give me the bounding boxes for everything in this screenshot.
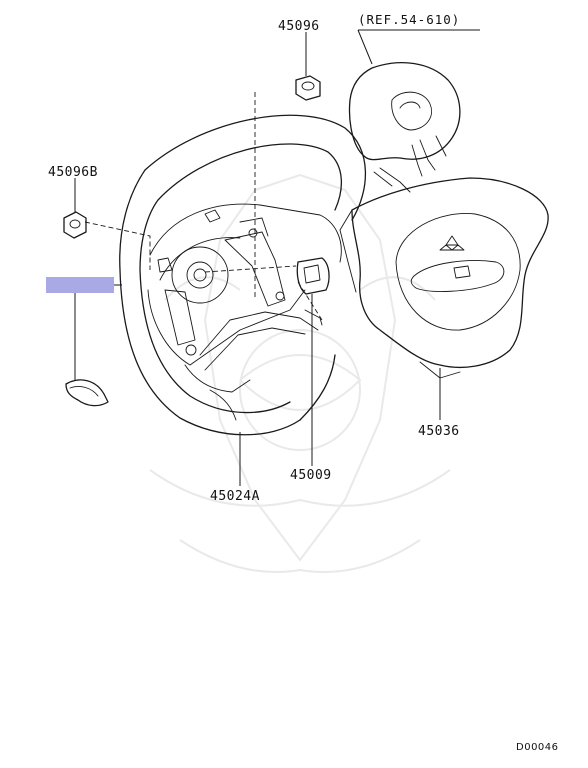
airbag-module	[339, 177, 549, 420]
part-label-steering-wheel: 45024A	[210, 489, 260, 504]
assembly-axis-lines	[84, 92, 323, 321]
part-label-nut-left: 45096B	[48, 165, 98, 180]
nut-top	[295, 32, 321, 101]
part-label-nut-top: 45096	[278, 19, 320, 34]
clock-spring	[348, 29, 480, 193]
nut-left	[63, 178, 87, 239]
part-label-airbag-module: 45036	[418, 424, 460, 439]
part-label-clock-spring-ref: (REF.54-610)	[358, 12, 460, 27]
part-label-cover: 45009	[290, 468, 332, 483]
cover-part	[296, 257, 330, 466]
steering-wheel	[119, 114, 367, 436]
watermark-emblem	[149, 173, 451, 573]
part-highlight-box	[46, 277, 114, 293]
highlighted-part	[46, 277, 122, 407]
diagram-code: D00046	[516, 742, 559, 753]
